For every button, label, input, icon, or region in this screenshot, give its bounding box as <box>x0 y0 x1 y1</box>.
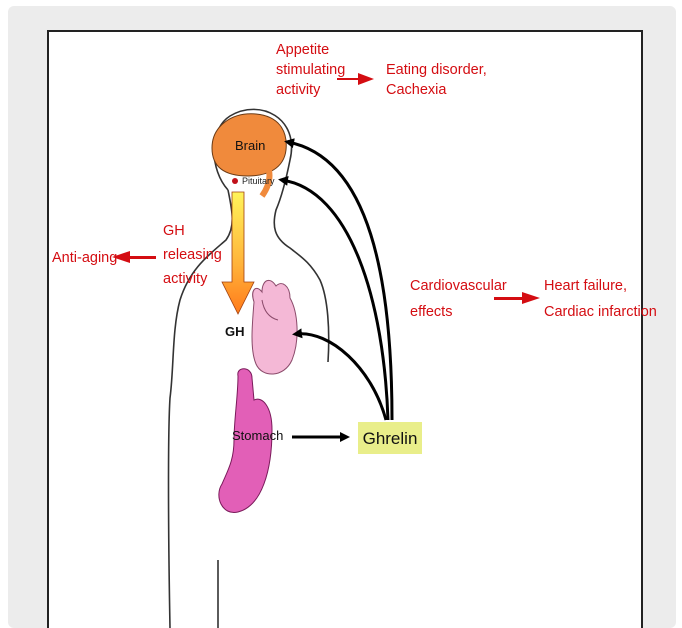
pituitary-label: Pituitary <box>242 176 275 186</box>
heart <box>252 280 297 374</box>
eating-disorder-label: Eating disorder, Cachexia <box>386 62 491 98</box>
arrow-ghrelin-brain <box>288 142 392 420</box>
pituitary-dot <box>232 178 238 184</box>
arrow-to-anti-aging <box>112 251 156 263</box>
brain-label: Brain <box>235 138 265 153</box>
appetite-label: Appetite stimulating activity <box>276 42 349 98</box>
gh-secretion-arrow <box>222 192 254 314</box>
stomach-label: Stomach <box>232 428 283 443</box>
anti-aging-label: Anti-aging <box>52 250 117 266</box>
heart-failure-label: Heart failure, Cardiac infarction <box>544 278 657 320</box>
gh-label: GH <box>225 324 245 339</box>
gh-releasing-label: GH releasing activity <box>163 223 226 287</box>
ghrelin-label: Ghrelin <box>363 429 418 448</box>
arrow-ghrelin-heart <box>296 334 386 420</box>
